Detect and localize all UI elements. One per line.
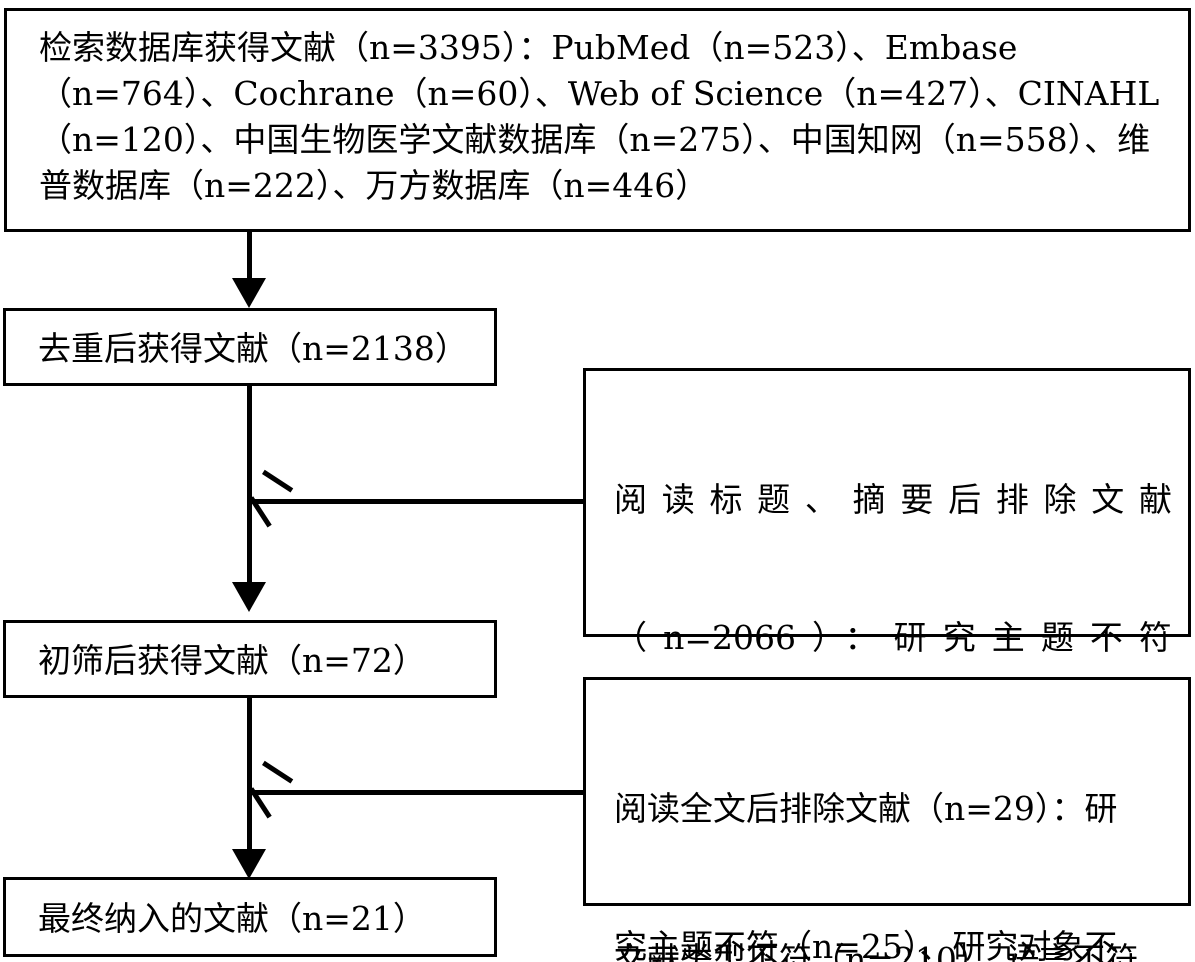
- excl-abstract-line-2: （n=2066）：研究主题不符: [614, 618, 1172, 657]
- edge-screened-to-included-line: [247, 698, 252, 853]
- edge-excl-abstract-line: [249, 499, 583, 504]
- excl-fulltext-line-2: 究主题不符（n=25）、研究对象不: [614, 927, 1118, 962]
- node-database-search-label: 检索数据库获得文献（n=3395）：PubMed（n=523）、Embase（n…: [39, 28, 1160, 205]
- edge-screened-to-included-arrowhead: [232, 849, 266, 879]
- node-database-search: 检索数据库获得文献（n=3395）：PubMed（n=523）、Embase（n…: [4, 8, 1191, 232]
- excl-abstract-line-4: 文献类型不符（n=210）、语言不符: [614, 940, 1139, 962]
- node-excluded-title-abstract: 阅读标题、摘要后排除文献 （n=2066）：研究主题不符 （n=1693）、研究…: [583, 368, 1191, 962]
- node-excluded-full-text: 阅读全文后排除文献（n=29）：研 究主题不符（n=25）、研究对象不 符（n=…: [583, 677, 1191, 962]
- node-after-deduplication-label: 去重后获得文献（n=2138）: [38, 329, 468, 368]
- node-after-screening: 初筛后获得文献（n=72）: [3, 620, 497, 698]
- edge-dedup-to-screened-arrowhead: [232, 582, 266, 612]
- edge-dedup-to-screened-line: [247, 386, 252, 586]
- excl-fulltext-line-1: 阅读全文后排除文献（n=29）：研: [614, 789, 1118, 828]
- edge-excl-abstract-arrowhead-upper: [262, 469, 294, 493]
- edge-excl-fulltext-line: [249, 790, 583, 795]
- node-after-screening-label: 初筛后获得文献（n=72）: [38, 641, 426, 680]
- node-after-deduplication: 去重后获得文献（n=2138）: [3, 308, 497, 386]
- node-excluded-full-text-label: 阅读全文后排除文献（n=29）：研 究主题不符（n=25）、研究对象不 符（n=…: [586, 694, 1188, 962]
- node-final-included-label: 最终纳入的文献（n=21）: [38, 899, 426, 938]
- edge-search-to-dedup-line: [247, 232, 252, 282]
- node-final-included: 最终纳入的文献（n=21）: [3, 877, 497, 957]
- excl-abstract-line-1: 阅读标题、摘要后排除文献: [614, 480, 1172, 519]
- edge-excl-fulltext-arrowhead-upper: [262, 760, 294, 784]
- edge-search-to-dedup-arrowhead: [232, 278, 266, 308]
